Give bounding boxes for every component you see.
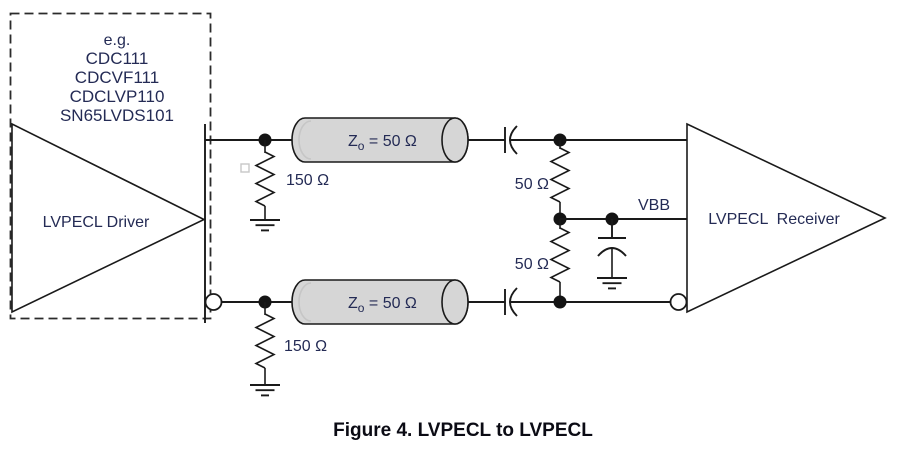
- examples-heading: e.g.: [104, 32, 131, 49]
- bottom-transmission-line-label: Zo = 50 Ω: [326, 295, 430, 315]
- bottom-pulldown-resistor-label: 150 Ω: [284, 338, 327, 355]
- impedance-prefix: Z: [348, 133, 358, 150]
- driver-triangle: [11, 122, 206, 314]
- junction-dot: [553, 295, 567, 309]
- divider-top-resistor: [550, 147, 570, 203]
- ground-symbol: [249, 384, 281, 397]
- impedance-subscript: o: [358, 139, 365, 153]
- receiver-label: LVPECL Receiver: [708, 211, 840, 228]
- vbb-label: VBB: [638, 197, 670, 214]
- ground-symbol: [596, 277, 628, 290]
- example-part: SN65LVDS101: [60, 106, 174, 125]
- example-part: CDCVF111: [75, 68, 159, 87]
- divider-bottom-resistor-label: 50 Ω: [515, 256, 549, 273]
- divider-top-resistor-label: 50 Ω: [515, 176, 549, 193]
- ground-symbol: [249, 219, 281, 232]
- impedance-prefix: Z: [348, 295, 358, 312]
- bottom-pulldown-resistor: [255, 313, 275, 369]
- receiver-inverting-bubble: [669, 293, 688, 311]
- impedance-subscript: o: [358, 301, 365, 315]
- receiver-triangle: [686, 122, 887, 314]
- top-transmission-line-label: Zo = 50 Ω: [326, 133, 430, 153]
- driver-inverting-bubble: [204, 293, 223, 311]
- divider-bottom-resistor: [550, 227, 570, 283]
- top-pulldown-resistor-label: 150 Ω: [286, 172, 329, 189]
- driver-example-parts: e.g. CDC111 CDCVF111 CDCLVP110 SN65LVDS1…: [60, 32, 174, 125]
- driver-label: LVPECL Driver: [43, 214, 150, 231]
- example-part: CDC111: [86, 49, 149, 68]
- impedance-value: = 50 Ω: [364, 295, 416, 312]
- top-pulldown-resistor: [255, 151, 275, 207]
- driver-dashed-box: [9, 12, 212, 320]
- example-part: CDCLVP110: [70, 87, 165, 106]
- impedance-value: = 50 Ω: [364, 133, 416, 150]
- figure-caption: Figure 4. LVPECL to LVPECL: [333, 420, 593, 441]
- stray-selection-square: [240, 163, 250, 173]
